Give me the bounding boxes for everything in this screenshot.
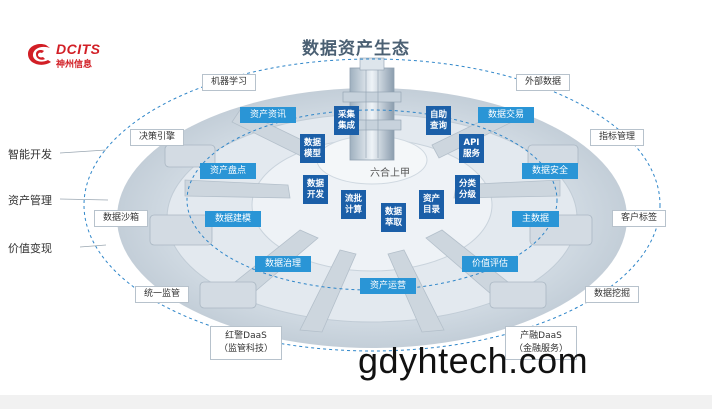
bottom-bar bbox=[0, 395, 712, 409]
ring-box-governance: 数据治理 bbox=[255, 256, 312, 272]
outer-ring bbox=[83, 58, 661, 352]
outer-box-decision: 决策引擎 bbox=[130, 129, 185, 146]
tile-data-model: 数据模型 bbox=[300, 134, 325, 163]
tile-data-dev: 数据开发 bbox=[303, 175, 328, 204]
logo-mark-shape bbox=[28, 44, 51, 65]
company-logo: DCITS 神州信息 bbox=[26, 40, 122, 70]
outer-box-fintech: 产融DaaS （金融服务） bbox=[505, 326, 578, 360]
tile-self-query: 自助查询 bbox=[426, 106, 451, 135]
side-lines bbox=[59, 149, 109, 248]
outer-box-mining: 数据挖掘 bbox=[585, 286, 640, 303]
outer-box-ml: 机器学习 bbox=[202, 74, 257, 91]
fintech-line2: （金融服务） bbox=[514, 344, 569, 354]
tile-asset-catalog: 资产目录 bbox=[419, 190, 444, 219]
rotor-blocks bbox=[149, 144, 593, 309]
side-label-dev: 智能开发 bbox=[8, 148, 52, 161]
outer-box-customer-tag: 客户标签 bbox=[612, 210, 667, 227]
regtech-line2: （监管科技） bbox=[219, 344, 274, 354]
center-label: 六合上甲 bbox=[370, 168, 410, 179]
outer-box-sandbox: 数据沙箱 bbox=[94, 210, 149, 227]
ring-box-asset-info: 资产资讯 bbox=[240, 107, 297, 123]
outer-box-indicator: 指标管理 bbox=[590, 129, 645, 146]
tile-stream-batch: 流批计算 bbox=[341, 190, 366, 219]
ring-box-operation: 资产运营 bbox=[360, 278, 417, 294]
outer-box-supervision: 统一监管 bbox=[135, 286, 190, 303]
ring-box-modeling: 数据建模 bbox=[205, 211, 262, 227]
regtech-line1: 红警DaaS bbox=[225, 331, 267, 341]
tile-data-extract: 数据萃取 bbox=[381, 203, 406, 232]
ring-box-inventory: 资产盘点 bbox=[200, 163, 257, 179]
outer-box-external: 外部数据 bbox=[516, 74, 571, 91]
diagram-title: 数据资产生态 bbox=[302, 39, 410, 59]
side-label-asset: 资产管理 bbox=[8, 194, 52, 207]
tile-classify-grade: 分类分级 bbox=[455, 175, 480, 204]
fintech-line1: 产融DaaS bbox=[520, 331, 562, 341]
outer-box-regtech: 红警DaaS （监管科技） bbox=[210, 326, 283, 360]
logo-subtitle: 神州信息 bbox=[56, 60, 93, 70]
ring-box-security: 数据安全 bbox=[522, 163, 579, 179]
ring-box-trading: 数据交易 bbox=[478, 107, 535, 123]
side-label-value: 价值变现 bbox=[8, 242, 52, 255]
watermark: gdyhtech.com bbox=[358, 340, 589, 381]
ring-box-valuation: 价值评估 bbox=[462, 256, 519, 272]
tile-collect-integrate: 采集集成 bbox=[334, 106, 359, 135]
logo-name: DCITS bbox=[56, 41, 101, 57]
ring-box-master-data: 主数据 bbox=[512, 211, 560, 227]
